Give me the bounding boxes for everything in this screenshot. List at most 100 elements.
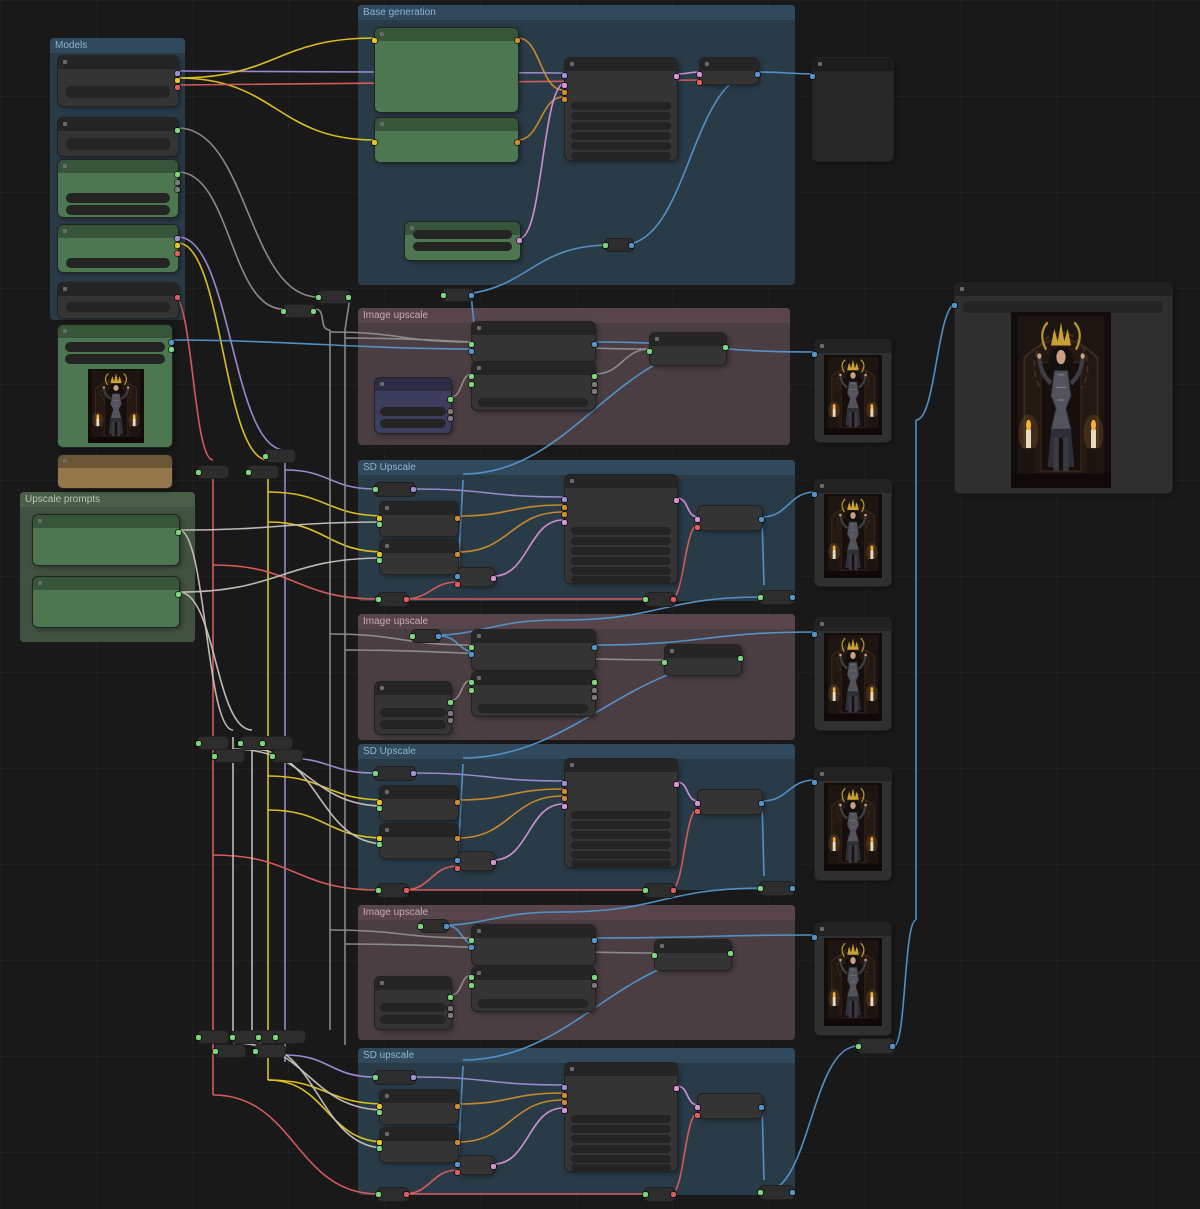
widget-bar[interactable] <box>478 398 588 407</box>
upscale-model-loader-node[interactable] <box>375 682 453 734</box>
green-slot-dot[interactable] <box>256 1034 261 1040</box>
reroute-pill[interactable] <box>212 750 244 762</box>
reroute-pill[interactable] <box>230 1031 262 1043</box>
collapse-icon[interactable] <box>570 479 574 483</box>
image-slot-dot[interactable] <box>812 352 817 357</box>
save-image-node[interactable] <box>952 283 1172 493</box>
collapse-icon[interactable] <box>380 382 384 386</box>
widget-bar[interactable] <box>571 132 671 140</box>
collapse-icon[interactable] <box>380 32 384 36</box>
node-header[interactable] <box>565 759 677 772</box>
vae-slot-dot[interactable] <box>695 1113 700 1118</box>
collapse-icon[interactable] <box>410 226 414 230</box>
cond-slot-dot[interactable] <box>455 552 460 557</box>
collapse-icon[interactable] <box>477 634 481 638</box>
image-slot-dot[interactable] <box>592 342 597 347</box>
prompt-text-node[interactable] <box>377 540 460 574</box>
vae-encode-node[interactable] <box>455 568 496 587</box>
image-slot-dot[interactable] <box>455 858 460 863</box>
collapse-icon[interactable] <box>63 60 67 64</box>
cond-slot-dot[interactable] <box>455 516 460 521</box>
model-slot-dot[interactable] <box>175 236 180 241</box>
green-slot-dot[interactable] <box>448 995 453 1000</box>
cond-slot-dot[interactable] <box>562 512 567 517</box>
image-slot-dot[interactable] <box>812 492 817 497</box>
vae-slot-dot[interactable] <box>671 1192 676 1197</box>
collapse-icon[interactable] <box>63 122 67 126</box>
green-slot-dot[interactable] <box>253 1048 258 1054</box>
green-slot-dot[interactable] <box>260 740 265 746</box>
green-slot-dot[interactable] <box>662 660 667 665</box>
vae-slot-dot[interactable] <box>697 80 702 85</box>
cond-slot-dot[interactable] <box>562 796 567 801</box>
green-slot-dot[interactable] <box>281 308 286 314</box>
green-slot-dot[interactable] <box>316 294 321 300</box>
green-slot-dot[interactable] <box>196 469 201 475</box>
latent-slot-dot[interactable] <box>674 1086 679 1091</box>
widget-bar[interactable] <box>571 102 671 110</box>
image-slot-dot[interactable] <box>629 242 634 248</box>
green-slot-dot[interactable] <box>592 975 597 980</box>
green-slot-dot[interactable] <box>643 597 648 602</box>
latent-slot-dot[interactable] <box>562 1108 567 1113</box>
green-slot-dot[interactable] <box>377 806 382 811</box>
upscale-model-loader-node[interactable] <box>375 977 453 1029</box>
widget-bar[interactable] <box>571 1164 671 1171</box>
green-slot-dot[interactable] <box>758 886 763 891</box>
node-header[interactable] <box>700 58 758 71</box>
reroute-pill[interactable] <box>856 1039 895 1053</box>
upscale-with-model-node[interactable] <box>469 322 597 362</box>
node-header[interactable] <box>815 768 891 781</box>
model-slot-dot[interactable] <box>411 1075 416 1080</box>
vae-loader-node[interactable] <box>58 283 180 318</box>
green-slot-dot[interactable] <box>469 374 474 379</box>
node-header[interactable] <box>375 378 451 391</box>
image-slot-dot[interactable] <box>469 945 474 950</box>
cond-slot-dot[interactable] <box>455 800 460 805</box>
green-slot-dot[interactable] <box>311 308 316 314</box>
cond-slot-dot[interactable] <box>515 140 520 145</box>
vae-slot-dot[interactable] <box>404 888 409 893</box>
seed-node[interactable] <box>58 455 172 488</box>
green-slot-dot[interactable] <box>643 1192 648 1197</box>
image-slot-dot[interactable] <box>810 74 815 79</box>
widget-bar[interactable] <box>66 138 170 150</box>
collapse-icon[interactable] <box>820 344 824 348</box>
widget-bar[interactable] <box>478 704 588 713</box>
image-slot-dot[interactable] <box>790 1190 795 1195</box>
negative-prompt-node[interactable] <box>372 118 520 162</box>
widget-bar[interactable] <box>66 302 170 312</box>
collapse-icon[interactable] <box>570 62 574 66</box>
green-slot-dot[interactable] <box>469 983 474 988</box>
image-slot-dot[interactable] <box>890 1043 895 1049</box>
collapse-icon[interactable] <box>63 329 67 333</box>
model-slot-dot[interactable] <box>411 487 416 492</box>
prompt-text-node[interactable] <box>377 786 460 820</box>
latent-slot-dot[interactable] <box>674 782 679 787</box>
gray-slot-dot[interactable] <box>592 389 597 394</box>
node-header[interactable] <box>58 283 178 296</box>
green-slot-dot[interactable] <box>175 172 180 177</box>
upscale-with-model-node[interactable] <box>469 630 597 670</box>
green-slot-dot[interactable] <box>377 558 382 563</box>
widget-bar[interactable] <box>571 547 671 555</box>
cond-slot-dot[interactable] <box>455 1104 460 1109</box>
node-header[interactable] <box>813 58 893 71</box>
collapse-icon[interactable] <box>477 676 481 680</box>
ksampler-node[interactable] <box>562 58 679 160</box>
green-slot-dot[interactable] <box>346 294 351 300</box>
widget-bar[interactable] <box>380 419 446 428</box>
widget-bar[interactable] <box>571 1135 671 1143</box>
group-title[interactable]: SD Upscale <box>358 744 795 759</box>
cond-slot-dot[interactable] <box>562 1093 567 1098</box>
green-slot-dot[interactable] <box>230 1034 235 1040</box>
green-slot-dot[interactable] <box>469 938 474 943</box>
node-header[interactable] <box>815 480 891 493</box>
collapse-icon[interactable] <box>385 544 389 548</box>
model-slot-dot[interactable] <box>562 1085 567 1090</box>
green-slot-dot[interactable] <box>441 292 446 298</box>
prompt-text-node[interactable] <box>377 1090 460 1124</box>
clip-slot-dot[interactable] <box>377 800 382 805</box>
latent-slot-dot[interactable] <box>562 520 567 525</box>
collapse-icon[interactable] <box>960 287 964 291</box>
